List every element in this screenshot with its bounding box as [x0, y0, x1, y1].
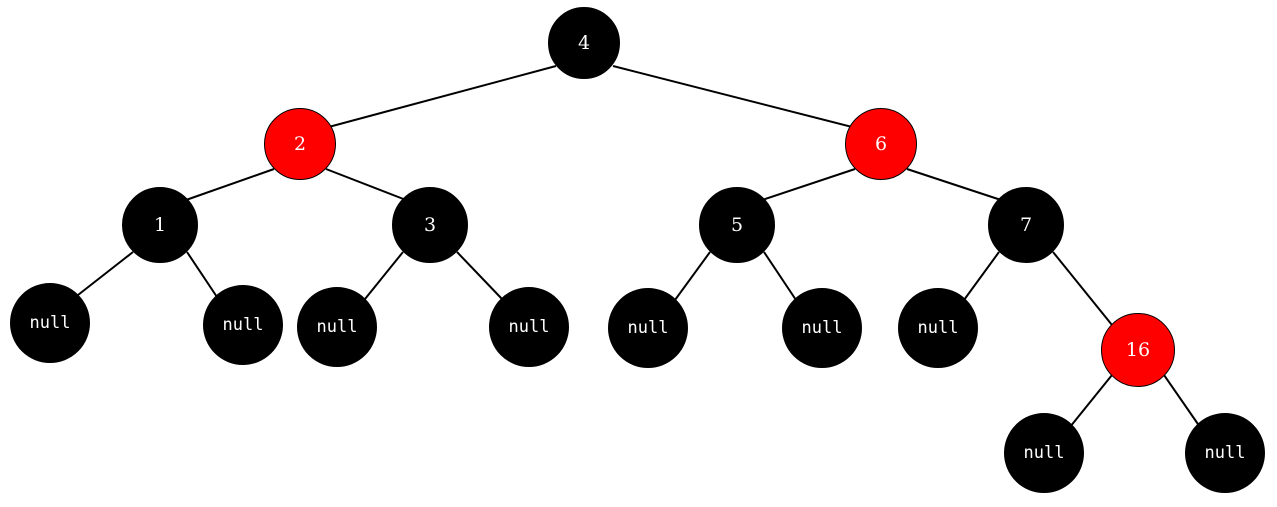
tree-node-null2[interactable]: null: [203, 285, 283, 365]
tree-edge-n7-null7: [963, 251, 1000, 301]
tree-edge-n16-null8: [1069, 374, 1113, 428]
tree-node-label: null: [917, 317, 959, 338]
tree-node-n16[interactable]: 16: [1101, 313, 1175, 387]
tree-edge-n2-n1: [185, 168, 275, 201]
tree-node-null9[interactable]: null: [1185, 413, 1265, 493]
tree-node-label: 3: [423, 213, 437, 236]
tree-node-null8[interactable]: null: [1004, 413, 1084, 493]
tree-node-n3[interactable]: 3: [392, 187, 468, 263]
tree-edge-n6-n7: [906, 168, 1002, 201]
tree-node-label: 5: [730, 213, 744, 236]
tree-edge-n5-null5: [674, 251, 711, 301]
tree-node-label: 1: [153, 213, 167, 236]
tree-node-null5[interactable]: null: [608, 288, 688, 368]
tree-node-null6[interactable]: null: [782, 288, 862, 368]
tree-node-n7[interactable]: 7: [988, 187, 1064, 263]
tree-node-label: null: [627, 317, 669, 338]
tree-edge-n1-null2: [186, 251, 218, 298]
tree-node-n6[interactable]: 6: [845, 108, 917, 180]
tree-node-null3[interactable]: null: [297, 287, 377, 367]
tree-node-n2[interactable]: 2: [264, 108, 336, 180]
tree-edge-n16-null9: [1163, 374, 1201, 428]
tree-node-n1[interactable]: 1: [122, 187, 198, 263]
tree-node-label: null: [222, 314, 264, 335]
tree-node-label: 7: [1019, 213, 1033, 236]
tree-node-label: null: [508, 316, 550, 337]
tree-node-null1[interactable]: null: [10, 283, 90, 363]
tree-node-n5[interactable]: 5: [699, 187, 775, 263]
tree-edge-n6-n5: [761, 168, 856, 201]
tree-node-null4[interactable]: null: [489, 287, 569, 367]
tree-edge-n2-n3: [325, 168, 407, 201]
tree-node-label: 6: [874, 132, 888, 155]
tree-edge-n4-n2: [324, 65, 557, 129]
tree-node-label: null: [316, 316, 358, 337]
tree-edge-n3-null3: [364, 251, 404, 300]
tree-node-n4[interactable]: 4: [548, 7, 620, 79]
tree-node-label: 4: [577, 31, 591, 54]
tree-node-null7[interactable]: null: [898, 288, 978, 368]
tree-edge-n5-null6: [763, 251, 797, 301]
tree-node-label: null: [1204, 442, 1246, 463]
tree-edge-n3-null4: [456, 251, 503, 300]
tree-edge-n1-null1: [77, 251, 134, 296]
tree-node-label: 2: [293, 132, 307, 155]
tree-node-label: null: [1023, 442, 1065, 463]
tree-edge-n4-n6: [612, 65, 857, 129]
tree-node-label: 16: [1125, 338, 1151, 361]
tree-node-label: null: [801, 317, 843, 338]
tree-edge-n7-n16: [1052, 251, 1113, 326]
tree-node-label: null: [29, 312, 71, 333]
